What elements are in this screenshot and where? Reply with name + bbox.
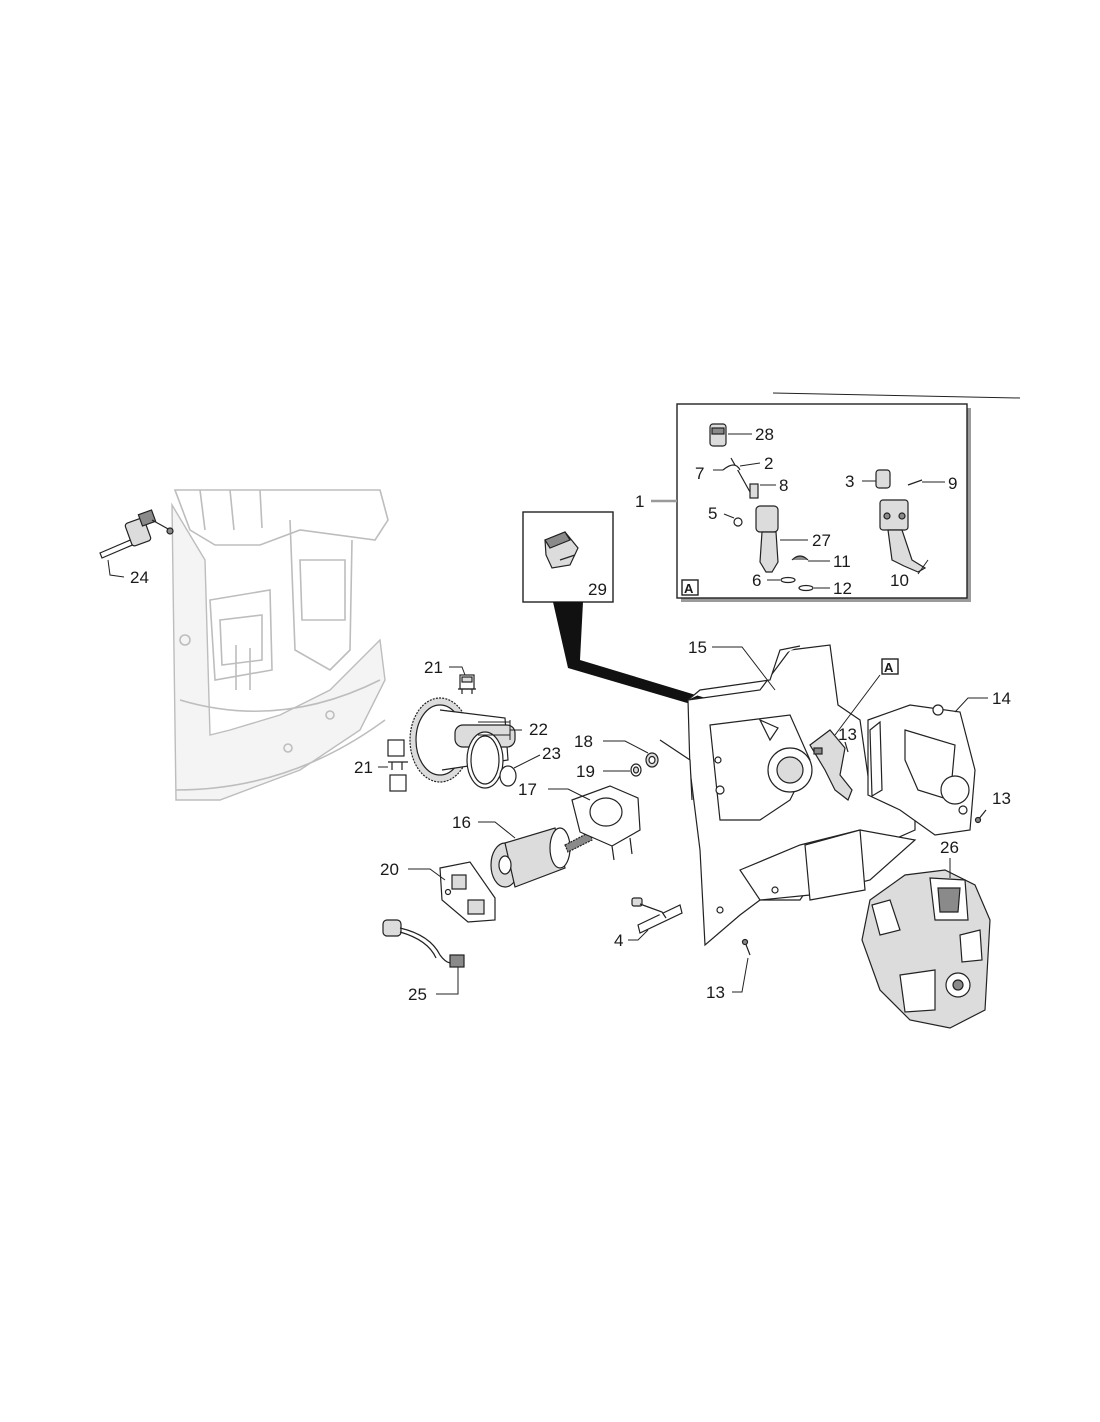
part-20-bracket — [439, 861, 496, 923]
leader-17 — [548, 788, 591, 801]
part-29-callout-box: 29 — [522, 511, 614, 603]
part-16-motor — [490, 827, 593, 888]
part-24-shaft — [99, 509, 174, 559]
part-13-screw-a — [844, 741, 849, 753]
frame-marker-a: A — [834, 658, 899, 736]
label-11: 11 — [833, 552, 851, 571]
label-16: 16 — [452, 813, 471, 832]
label-23: 23 — [542, 744, 561, 763]
part-3-nozzle — [862, 469, 891, 489]
label-29: 29 — [588, 580, 607, 599]
part-2-spring — [730, 457, 761, 493]
inset-marker-a: A — [684, 581, 694, 596]
part-12-oring — [798, 584, 830, 592]
label-12: 12 — [833, 579, 852, 598]
part-21-switch-top — [449, 666, 476, 694]
leader-15 — [712, 646, 776, 691]
label-6: 6 — [752, 571, 761, 590]
label-20: 20 — [380, 860, 399, 879]
part-7-clip — [713, 464, 741, 471]
svg-text:A: A — [884, 660, 894, 675]
label-14: 14 — [992, 689, 1011, 708]
leader-20 — [408, 868, 446, 881]
label-1: 1 — [635, 492, 644, 511]
label-24: 24 — [130, 568, 149, 587]
label-22: 22 — [529, 720, 548, 739]
frame-valve-assembly — [809, 729, 853, 801]
label-10: 10 — [890, 571, 909, 590]
label-13-b: 13 — [992, 789, 1011, 808]
part-27-valve-body — [755, 505, 808, 573]
part-22-gear-assembly — [409, 697, 522, 789]
part-5-ring — [723, 513, 743, 527]
part-13-screw-c — [732, 938, 751, 993]
label-13-a: 13 — [838, 725, 857, 744]
part-23-oring — [499, 754, 541, 787]
label-17: 17 — [518, 780, 537, 799]
label-7: 7 — [695, 464, 704, 483]
part-19-washer — [603, 763, 642, 777]
part-26-brew-unit — [861, 869, 991, 1029]
leader-14 — [954, 697, 988, 713]
label-8: 8 — [779, 476, 788, 495]
leader-24 — [107, 559, 125, 578]
label-3: 3 — [845, 472, 854, 491]
ghost-machine-housing — [171, 489, 389, 801]
label-2: 2 — [764, 454, 773, 473]
part-25-cable — [382, 919, 465, 995]
label-21-a: 21 — [424, 658, 443, 677]
part-11-clip — [791, 555, 830, 562]
part-18-bushing — [603, 740, 659, 768]
label-19: 19 — [576, 762, 595, 781]
part-15-frame — [659, 644, 917, 947]
label-18: 18 — [574, 732, 593, 751]
label-28: 28 — [755, 425, 774, 444]
label-9: 9 — [948, 474, 957, 493]
leader-16 — [478, 821, 516, 839]
part-17-bracket — [571, 785, 641, 861]
part-9-clip — [907, 479, 945, 486]
part-10-valve-body — [879, 499, 929, 575]
label-26: 26 — [940, 838, 959, 857]
label-5: 5 — [708, 504, 717, 523]
part-8-pin — [749, 483, 776, 499]
label-21-b: 21 — [354, 758, 373, 777]
part-6-oring — [767, 576, 796, 584]
label-25: 25 — [408, 985, 427, 1004]
part-13-screw-b — [974, 809, 987, 824]
label-4: 4 — [614, 931, 623, 950]
part-14-side-cover — [867, 704, 976, 836]
label-13-c: 13 — [706, 983, 725, 1002]
part-21-switch-bottom — [378, 739, 408, 792]
label-15: 15 — [688, 638, 707, 657]
part-28-nozzle — [709, 423, 752, 447]
part-4-sensor-plate — [628, 897, 683, 941]
label-27: 27 — [812, 531, 831, 550]
